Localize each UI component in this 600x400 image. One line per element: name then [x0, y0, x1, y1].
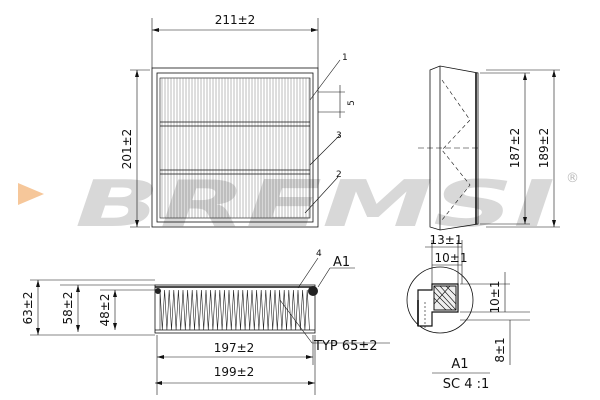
callout-1: 1	[342, 53, 348, 63]
top-width-dim: 211±2	[215, 13, 256, 27]
pleat-zigzag	[159, 289, 310, 331]
front-view: 63±2 58±2 48±2 197±2 199±2 4 A1 TYP 65±2	[21, 249, 390, 395]
registered-mark: ®	[566, 171, 579, 186]
callout-3: 3	[336, 131, 342, 141]
brand-watermark-text: BREMSI	[75, 168, 555, 242]
front-total-height-dim: 63±2	[21, 292, 35, 325]
filter-frame-outer	[151, 67, 319, 228]
top-height-dim: 201±2	[120, 129, 134, 170]
front-mid-height-dim: 58±2	[61, 292, 75, 325]
detail-depth-dim: 8±1	[493, 337, 507, 362]
brand-watermark: BREMSI ®	[18, 168, 579, 242]
front-outer-width-dim: 199±2	[214, 365, 255, 379]
pleat-count-label: TYP 65±2	[313, 339, 378, 354]
detail-view-a1: 13±1 10±1 10±1 8±1 A1 SC 4 :1	[406, 233, 530, 392]
detail-scale: SC 4 :1	[443, 377, 490, 392]
callout-4: 4	[316, 249, 322, 259]
brand-triangle-icon	[18, 183, 44, 205]
side-inner-height-dim: 187±2	[508, 128, 522, 169]
side-outer-height-dim: 189±2	[537, 128, 551, 169]
detail-outer-width-dim: 13±1	[430, 233, 463, 247]
seal-detail-marker	[308, 286, 318, 296]
detail-height-dim: 10±1	[488, 281, 502, 314]
detail-title: A1	[451, 357, 468, 372]
detail-inner-width-dim: 10±1	[435, 251, 468, 265]
top-view: 211±2 201±2 5 1 3 2	[120, 13, 357, 228]
pleat-lines	[161, 78, 310, 218]
detail-ref-label: A1	[333, 255, 350, 270]
callout-2: 2	[336, 170, 342, 180]
margin-dim: 5	[347, 100, 357, 106]
front-inner-height-dim: 48±2	[98, 294, 112, 327]
pleat-zigzag-path	[159, 289, 310, 331]
front-inner-width-dim: 197±2	[214, 341, 255, 355]
side-view: 187±2 189±2	[418, 65, 560, 231]
